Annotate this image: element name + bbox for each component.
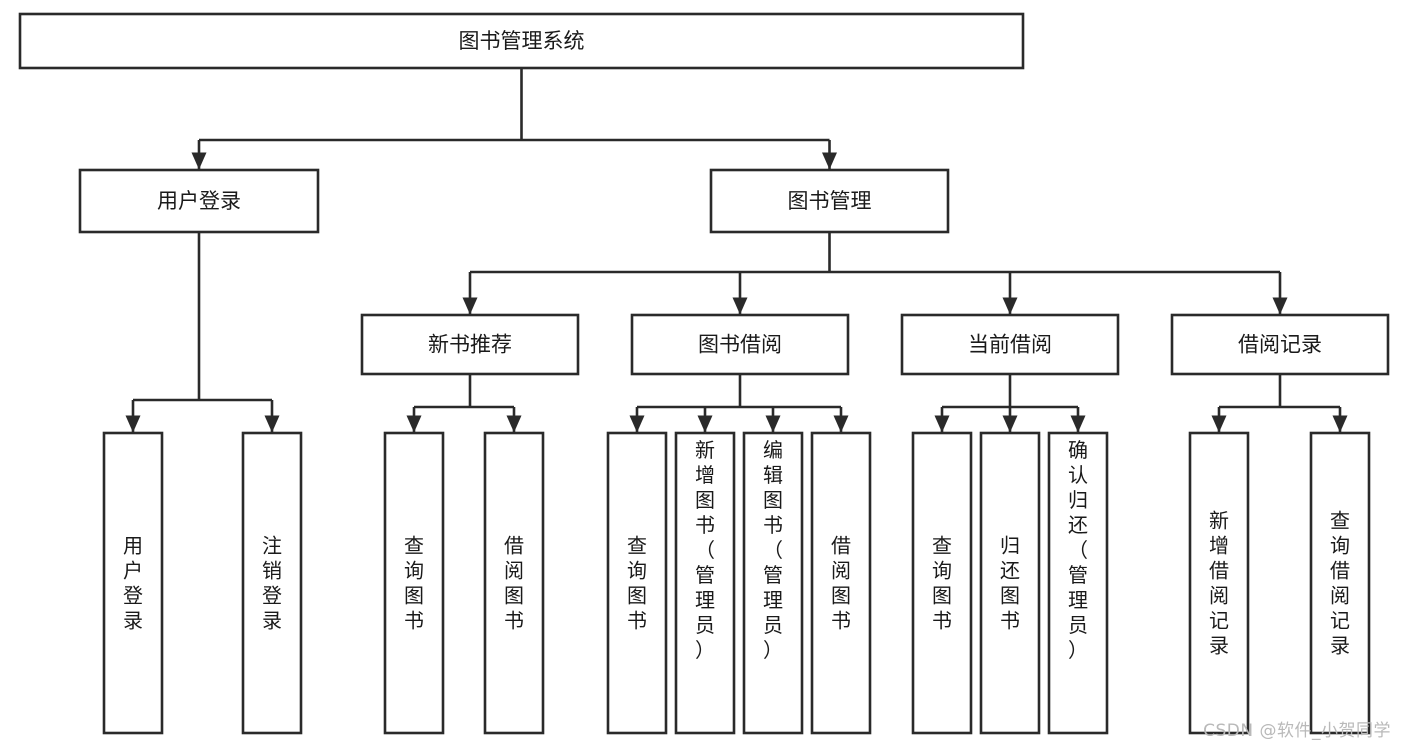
node-leaf-return-book-label: 归还图书 <box>1000 534 1020 633</box>
node-leaf-query-book-current-rect <box>911 431 973 735</box>
node-leaf-add-book-rect <box>674 431 736 735</box>
arrow-head-icon <box>765 415 781 433</box>
node-leaf-edit-book-label: 编辑图书（管理员） <box>763 438 783 662</box>
arrow-head-icon <box>1211 415 1227 433</box>
node-leaf-add-book[interactable]: 新增图书（管理员） <box>674 431 736 735</box>
arrow-head-icon <box>1332 415 1348 433</box>
node-leaf-add-record[interactable]: 新增借阅记录 <box>1188 431 1250 735</box>
node-leaf-query-book-borrow-label: 查询图书 <box>627 534 647 633</box>
arrow-head-icon <box>191 152 207 170</box>
node-leaf-query-book-borrow-rect <box>606 431 668 735</box>
node-leaf-user-login[interactable]: 用户登录 <box>102 431 164 735</box>
arrow-head-icon <box>697 415 713 433</box>
node-leaf-add-book-label: 新增图书（管理员） <box>695 438 715 662</box>
node-user-login[interactable]: 用户登录 <box>78 168 320 234</box>
arrow-head-icon <box>1002 415 1018 433</box>
node-user-login-rect <box>78 168 320 234</box>
node-leaf-user-login-rect <box>102 431 164 735</box>
node-leaf-borrow-book-label: 借阅图书 <box>831 534 851 633</box>
arrow-head-icon <box>629 415 645 433</box>
node-leaf-query-book-current[interactable]: 查询图书 <box>911 431 973 735</box>
arrow-head-icon <box>406 415 422 433</box>
node-root-system-label: 图书管理系统 <box>459 29 585 53</box>
node-leaf-logout-label: 注销登录 <box>262 534 282 633</box>
node-leaf-confirm-return-rect <box>1047 431 1109 735</box>
node-leaf-borrow-book-rec[interactable]: 借阅图书 <box>483 431 545 735</box>
node-leaf-query-book-rec-label: 查询图书 <box>404 534 424 633</box>
node-root-system-rect <box>18 12 1025 70</box>
node-leaf-borrow-book-rec-rect <box>483 431 545 735</box>
node-leaf-add-record-label: 新增借阅记录 <box>1209 509 1229 658</box>
node-leaf-return-book-rect <box>979 431 1041 735</box>
node-leaf-query-book-rec-rect <box>383 431 445 735</box>
node-leaf-query-record-rect <box>1309 431 1371 735</box>
arrow-head-icon <box>125 415 141 433</box>
node-book-borrow-rect <box>630 313 850 376</box>
node-new-book-recommend-label: 新书推荐 <box>428 333 512 357</box>
arrow-head-icon <box>264 415 280 433</box>
node-leaf-borrow-book[interactable]: 借阅图书 <box>810 431 872 735</box>
node-borrow-record-label: 借阅记录 <box>1238 333 1322 357</box>
arrow-head-icon <box>934 415 950 433</box>
arrow-head-icon <box>732 297 748 315</box>
node-book-management-label: 图书管理 <box>788 189 872 213</box>
node-book-borrow-label: 图书借阅 <box>698 333 782 357</box>
node-leaf-query-record[interactable]: 查询借阅记录 <box>1309 431 1371 735</box>
node-book-management[interactable]: 图书管理 <box>709 168 950 234</box>
node-leaf-confirm-return-label: 确认归还（管理员） <box>1068 438 1088 662</box>
node-leaf-edit-book-rect <box>742 431 804 735</box>
node-leaf-borrow-book-rect <box>810 431 872 735</box>
node-borrow-record-rect <box>1170 313 1390 376</box>
node-current-borrow[interactable]: 当前借阅 <box>900 313 1120 376</box>
node-leaf-add-record-rect <box>1188 431 1250 735</box>
node-leaf-logout[interactable]: 注销登录 <box>241 431 303 735</box>
node-new-book-recommend-rect <box>360 313 580 376</box>
arrow-head-icon <box>1002 297 1018 315</box>
arrow-head-icon <box>1070 415 1086 433</box>
node-leaf-return-book[interactable]: 归还图书 <box>979 431 1041 735</box>
node-leaf-query-book-current-label: 查询图书 <box>932 534 952 633</box>
node-new-book-recommend[interactable]: 新书推荐 <box>360 313 580 376</box>
node-borrow-record[interactable]: 借阅记录 <box>1170 313 1390 376</box>
arrow-head-icon <box>833 415 849 433</box>
arrow-head-icon <box>462 297 478 315</box>
node-current-borrow-rect <box>900 313 1120 376</box>
node-current-borrow-label: 当前借阅 <box>968 333 1052 357</box>
arrow-head-icon <box>506 415 522 433</box>
node-leaf-edit-book[interactable]: 编辑图书（管理员） <box>742 431 804 735</box>
node-leaf-confirm-return[interactable]: 确认归还（管理员） <box>1047 431 1109 735</box>
node-leaf-query-book-rec[interactable]: 查询图书 <box>383 431 445 735</box>
node-leaf-query-record-label: 查询借阅记录 <box>1330 509 1350 658</box>
node-leaf-logout-rect <box>241 431 303 735</box>
node-book-management-rect <box>709 168 950 234</box>
node-leaf-query-book-borrow[interactable]: 查询图书 <box>606 431 668 735</box>
node-leaf-user-login-label: 用户登录 <box>123 534 143 633</box>
arrow-head-icon <box>822 152 837 170</box>
node-book-borrow[interactable]: 图书借阅 <box>630 313 850 376</box>
arrow-head-icon <box>1272 297 1288 315</box>
node-root-system[interactable]: 图书管理系统 <box>18 12 1025 70</box>
node-user-login-label: 用户登录 <box>157 189 241 213</box>
node-leaf-borrow-book-rec-label: 借阅图书 <box>504 534 524 633</box>
